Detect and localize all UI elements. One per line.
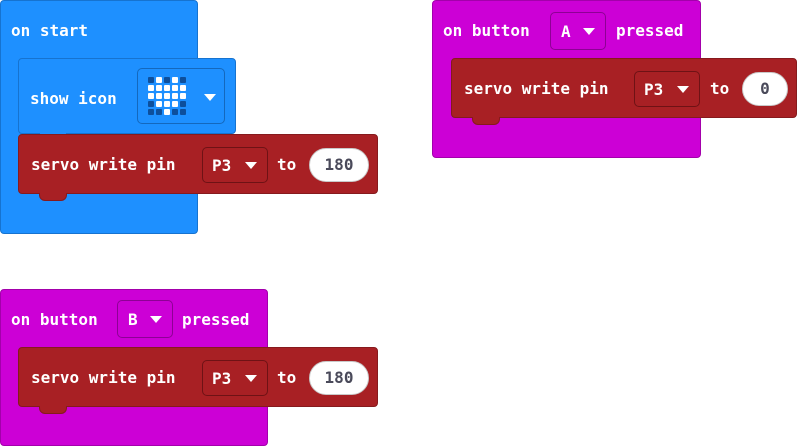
- servo-write-label: servo write pin: [31, 368, 176, 387]
- to-label: to: [710, 79, 730, 98]
- show-icon-label: show icon: [30, 89, 117, 108]
- on-button-label: on button: [11, 310, 98, 329]
- led-1-4: [180, 85, 186, 91]
- button-b-dropdown[interactable]: B: [117, 300, 173, 338]
- heart-icon: [148, 77, 186, 115]
- servo-block-connector: [472, 117, 500, 125]
- servo-value-input[interactable]: 0: [742, 72, 788, 106]
- servo-block-connector: [39, 193, 67, 201]
- led-1-2: [164, 85, 170, 91]
- chevron-down-icon: [583, 28, 595, 35]
- servo-write-block-a[interactable]: servo write pin P3 to 0: [451, 58, 797, 125]
- led-2-2: [164, 93, 170, 99]
- led-0-2: [164, 77, 170, 83]
- led-3-3: [172, 101, 178, 107]
- led-2-3: [172, 93, 178, 99]
- led-3-0: [148, 101, 154, 107]
- to-label: to: [277, 368, 297, 387]
- chevron-down-icon: [204, 94, 216, 101]
- servo-write-label: servo write pin: [464, 79, 609, 98]
- led-1-1: [156, 85, 162, 91]
- led-2-4: [180, 93, 186, 99]
- pressed-label: pressed: [182, 310, 250, 329]
- pin-dropdown[interactable]: P3: [202, 147, 268, 183]
- led-0-4: [180, 77, 186, 83]
- servo-value-input[interactable]: 180: [309, 361, 369, 395]
- servo-write-label: servo write pin: [31, 155, 176, 174]
- chevron-down-icon: [245, 375, 257, 382]
- led-2-0: [148, 93, 154, 99]
- pressed-label: pressed: [616, 21, 684, 40]
- chevron-down-icon: [677, 86, 689, 93]
- on-button-label: on button: [443, 21, 530, 40]
- chevron-down-icon: [150, 316, 162, 323]
- led-0-1: [156, 77, 162, 83]
- pin-value: P3: [644, 80, 664, 99]
- pin-value: P3: [212, 156, 232, 175]
- led-4-3: [172, 109, 178, 115]
- led-1-3: [172, 85, 178, 91]
- led-0-3: [172, 77, 178, 83]
- led-1-0: [148, 85, 154, 91]
- button-b-value: B: [128, 310, 138, 329]
- led-0-0: [148, 77, 154, 83]
- led-4-1: [156, 109, 162, 115]
- pin-dropdown[interactable]: P3: [634, 71, 700, 107]
- led-4-4: [180, 109, 186, 115]
- on-start-label: on start: [11, 21, 89, 40]
- icon-picker-dropdown[interactable]: [137, 68, 225, 124]
- button-a-dropdown[interactable]: A: [550, 12, 606, 50]
- chevron-down-icon: [245, 162, 257, 169]
- show-icon-block[interactable]: show icon: [18, 58, 236, 141]
- servo-write-block-b[interactable]: servo write pin P3 to 180: [18, 347, 378, 414]
- servo-value-input[interactable]: 180: [309, 148, 369, 182]
- pin-value: P3: [212, 369, 232, 388]
- servo-block-connector: [39, 406, 67, 414]
- led-3-4: [180, 101, 186, 107]
- button-a-value: A: [561, 22, 571, 41]
- led-4-2: [164, 109, 170, 115]
- led-4-0: [148, 109, 154, 115]
- to-label: to: [277, 155, 297, 174]
- led-2-1: [156, 93, 162, 99]
- pin-dropdown[interactable]: P3: [202, 360, 268, 396]
- led-3-1: [156, 101, 162, 107]
- led-3-2: [164, 101, 170, 107]
- servo-write-block-start[interactable]: servo write pin P3 to 180: [18, 134, 378, 201]
